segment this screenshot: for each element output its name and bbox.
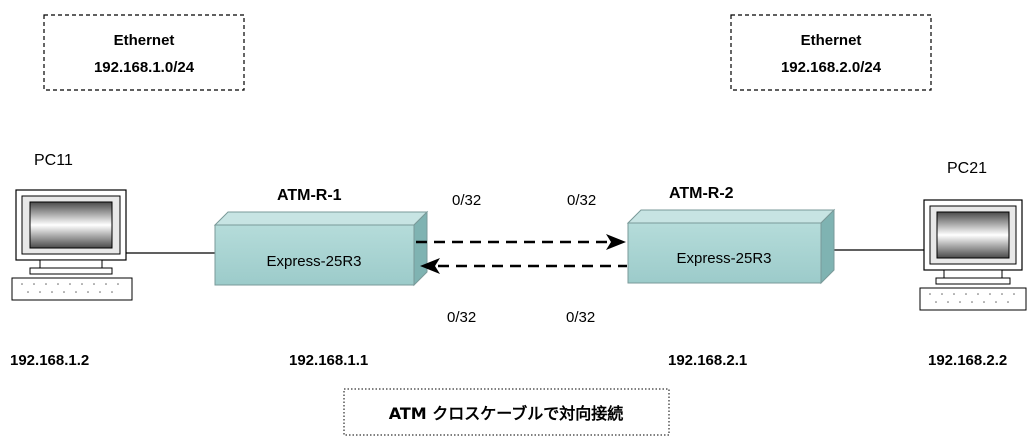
ethernet-right-subnet: 192.168.2.0/24 [781, 59, 882, 76]
vc-top-left: 0/32 [452, 192, 481, 209]
vc-top-right: 0/32 [567, 192, 596, 209]
router-right-ip: 192.168.2.1 [668, 352, 747, 369]
vc-bottom-left: 0/32 [447, 309, 476, 326]
router-left-ip: 192.168.1.1 [289, 352, 368, 369]
router-atm-r-1: Express-25R3 [213, 210, 429, 287]
atm-link-return-arrow [420, 258, 627, 274]
router-left-name: ATM-R-1 [277, 187, 342, 204]
router-atm-r-2: Express-25R3 [626, 208, 836, 285]
ethernet-right-name: Ethernet [801, 32, 862, 49]
ethernet-right-box: Ethernet 192.168.2.0/24 [730, 14, 932, 91]
caption-box: ATM クロスケーブルで対向接続 [343, 388, 670, 436]
pc-left-name: PC11 [34, 152, 73, 169]
pc-right-computer-icon [919, 199, 1027, 311]
vc-bottom-right: 0/32 [566, 309, 595, 326]
pc-right-ip: 192.168.2.2 [928, 352, 1007, 369]
ethernet-left-name: Ethernet [114, 32, 175, 49]
pc-right-name: PC21 [947, 160, 987, 177]
ethernet-left-subnet: 192.168.1.0/24 [94, 59, 195, 76]
caption-text: ATM クロスケーブルで対向接続 [389, 404, 624, 423]
router-right-model: Express-25R3 [676, 250, 771, 267]
atm-link-forward-arrow [416, 234, 626, 250]
pc-left-computer-icon [11, 189, 133, 301]
router-left-model: Express-25R3 [266, 253, 361, 270]
router-right-name: ATM-R-2 [669, 185, 734, 202]
pc-left-ip: 192.168.1.2 [10, 352, 89, 369]
ethernet-left-box: Ethernet 192.168.1.0/24 [43, 14, 245, 91]
